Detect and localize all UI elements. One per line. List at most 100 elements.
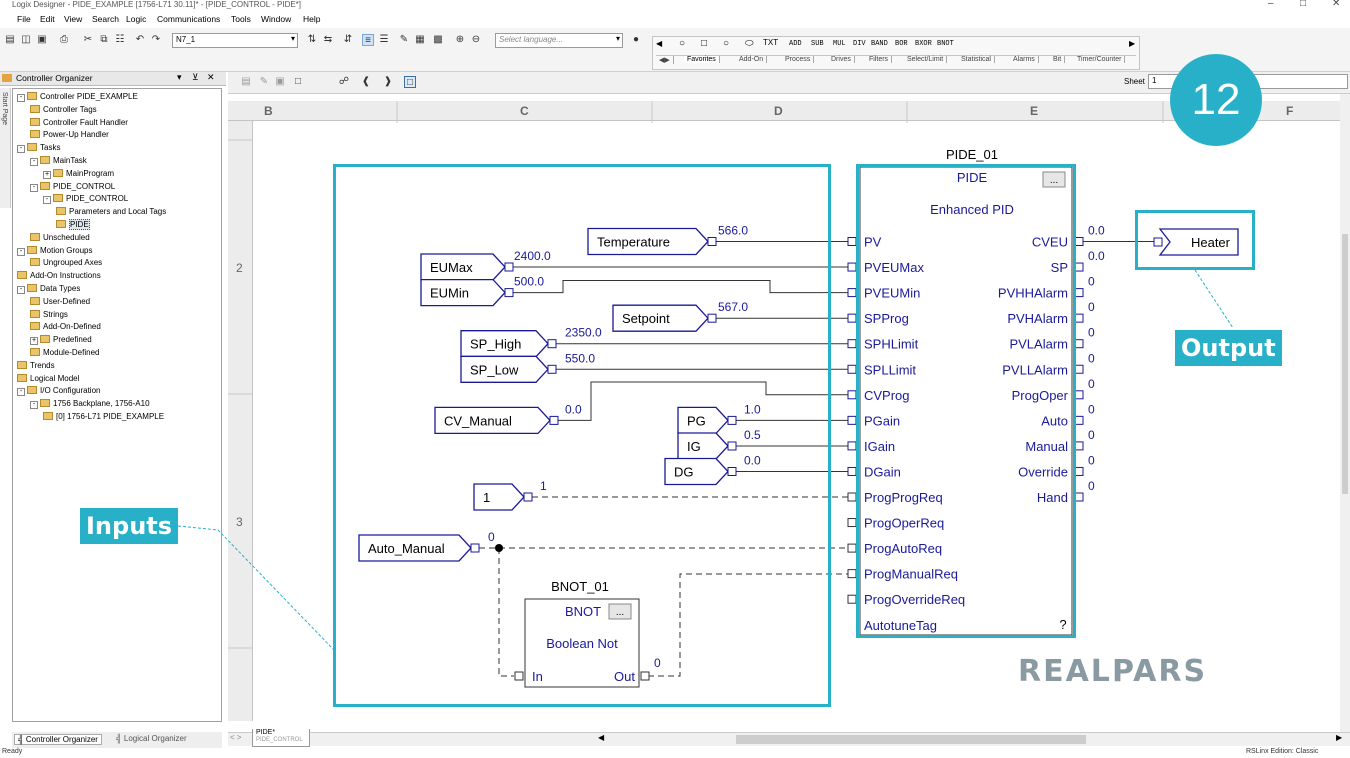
palette-scroll-left-icon[interactable]: ◀▶ [656,56,674,64]
pide-ellipsis-button[interactable] [1042,171,1066,188]
new-sheet-icon[interactable]: □ [294,76,302,87]
save-icon[interactable]: ▣ [37,34,47,45]
tree-item[interactable]: Ungrouped Axes [30,257,102,269]
edit-tags-icon[interactable]: ✎ [399,34,409,45]
dropdown-icon[interactable]: ▾ [177,72,182,82]
collapse-icon[interactable]: - [30,401,38,410]
input-tag[interactable] [358,534,472,562]
collapse-icon[interactable]: - [17,388,25,397]
tab-logical-organizer[interactable]: ╣ Logical Organizer [116,734,187,743]
instr-sub[interactable]: SUB [811,40,824,48]
link-icon[interactable]: ☍ [338,76,350,87]
bnot-ellipsis-button[interactable] [608,603,632,620]
input-tag[interactable] [420,253,506,281]
tree-item[interactable]: Controller Fault Handler [30,117,128,129]
box-icon[interactable]: □ [701,38,708,49]
palette-right-icon[interactable]: ▶ [1129,39,1136,48]
menu-help[interactable]: Help [303,14,321,24]
input-tag[interactable] [677,406,729,435]
tab-select-limit[interactable]: Select/Limit [904,56,948,63]
tab-alarms[interactable]: Alarms [1010,56,1039,63]
crossref-icon[interactable]: ≡ [362,34,374,46]
tree-item[interactable]: Strings [30,309,68,321]
menu-edit[interactable]: Edit [40,14,55,24]
tree-item[interactable]: -Tasks [17,142,60,154]
tree-item[interactable]: Add-On-Defined [30,321,101,333]
oval-icon[interactable]: ⬭ [745,38,754,49]
input-tag[interactable] [460,330,549,358]
cut-icon[interactable]: ✂ [83,34,93,45]
tree-item[interactable]: -I/O Configuration [17,385,100,397]
copy-icon[interactable]: ⧉ [100,34,108,45]
instr-bnot[interactable]: BNOT [937,40,954,48]
vertical-scrollbar[interactable] [1340,94,1350,732]
input-tag[interactable] [420,278,506,307]
sheet-icon[interactable]: ▣ [275,76,285,87]
tree-item[interactable]: Controller Tags [30,104,97,116]
collapse-icon[interactable]: - [17,286,25,294]
close-icon[interactable]: ✕ [207,72,215,82]
instr-band[interactable]: BAND [871,40,888,48]
tree-item[interactable]: PIDE [56,219,90,231]
sheet-tab[interactable]: PIDE* PIDE_CONTROL [252,729,310,747]
menu-window[interactable]: Window [261,14,292,24]
language-select[interactable]: Select language... ▾ [495,33,623,48]
tree-item[interactable]: Unscheduled [30,232,90,244]
tree-item[interactable]: +MainProgram [43,168,114,180]
horizontal-scrollbar[interactable]: < > PIDE* PIDE_CONTROL ◀ ▶ [228,729,1350,747]
tab-statistical[interactable]: Statistical [958,56,995,63]
expand-icon[interactable]: + [43,170,51,179]
zoom-out-icon[interactable]: ⊖ [471,34,481,45]
instr-bor[interactable]: BOR [895,40,908,48]
tree-item[interactable]: +Predefined [30,334,92,346]
pin-icon[interactable]: ⊻ [192,72,199,82]
input-tag[interactable] [587,227,709,256]
monitor-tags-icon[interactable]: ▦ [415,34,425,45]
scroll-left-icon[interactable]: < > [230,733,242,742]
browse-icon[interactable]: ▩ [433,34,443,45]
output-tag[interactable] [1158,228,1239,256]
tree-item[interactable]: -Motion Groups [17,245,92,257]
expand-icon[interactable]: + [30,337,38,346]
collapse-icon[interactable]: - [30,183,38,192]
collapse-icon[interactable]: - [43,196,51,205]
input-tag[interactable] [612,304,709,332]
start-page-tab[interactable]: Start Page [0,88,11,208]
tab-timer-counter[interactable]: Timer/Counter [1074,56,1126,63]
vscroll-thumb[interactable] [1342,234,1348,494]
instr-add[interactable]: ADD [789,40,802,48]
collapse-icon[interactable]: - [17,94,25,102]
maximize-icon[interactable]: □ [1300,0,1307,9]
properties-icon[interactable]: ☰ [379,34,389,45]
sheet-layout-icon[interactable]: □ [404,76,416,88]
zoom-in-icon[interactable]: ⊕ [455,34,465,45]
menu-file[interactable]: File [17,14,31,24]
sheet-edit-icon[interactable]: ✎ [259,76,269,87]
input-tag[interactable] [664,457,729,486]
instr-mul[interactable]: MUL [833,40,846,48]
tree-item[interactable]: -Data Types [17,283,80,295]
contact-icon[interactable]: ○ [679,38,686,49]
menu-logic[interactable]: Logic [126,14,147,24]
tab-drives[interactable]: Drives [828,56,855,63]
sheet-props-icon[interactable]: ▤ [241,76,251,87]
tab-controller-organizer[interactable]: ╣ Controller Organizer [14,734,102,745]
tree-item[interactable]: Power-Up Handler [30,129,109,141]
tab-process[interactable]: Process [782,56,815,63]
input-tag[interactable] [460,355,549,383]
minimize-icon[interactable]: – [1268,0,1274,9]
tree-item[interactable]: -Controller PIDE_EXAMPLE [17,91,138,103]
tree-item[interactable]: Add-On Instructions [17,270,101,282]
collapse-icon[interactable]: - [30,158,38,166]
text-box-icon[interactable]: TXT [763,38,779,47]
input-tag[interactable] [677,432,729,460]
tree-item[interactable]: -PIDE_CONTROL [30,181,115,193]
tree-item[interactable]: Parameters and Local Tags [56,206,166,218]
tree-item[interactable]: -1756 Backplane, 1756-A10 [30,398,150,410]
open-icon[interactable]: ◫ [21,34,31,45]
prev-sheet-icon[interactable]: ❰ [361,76,371,87]
scroll-right-arrow-icon[interactable]: ▶ [1336,733,1343,742]
verify-icon[interactable]: ⇅ [307,34,317,45]
redo-icon[interactable]: ↷ [151,34,161,45]
instr-div[interactable]: DIV [853,40,866,48]
